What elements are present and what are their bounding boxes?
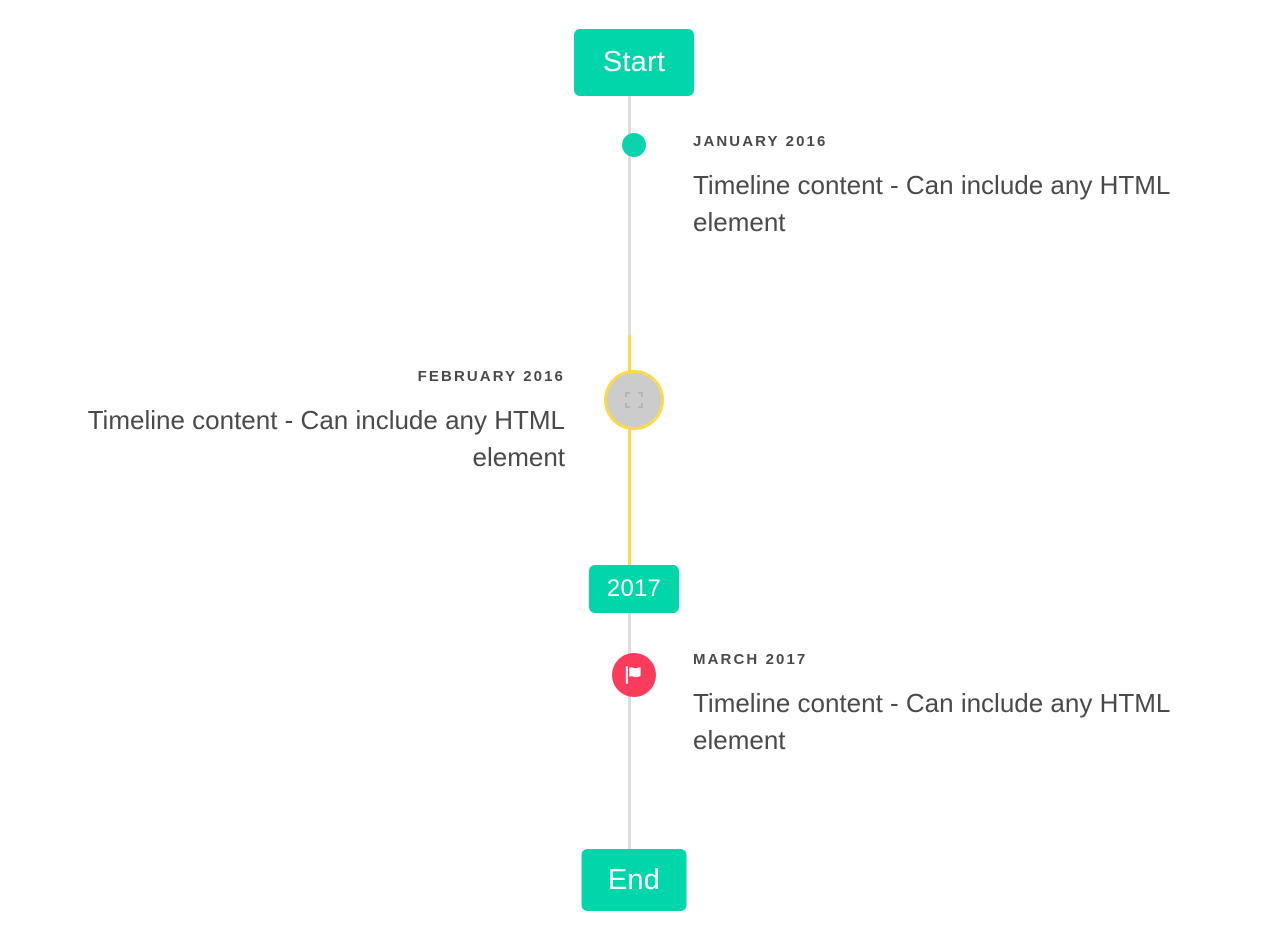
timeline-entry-label: MARCH 2017 (693, 651, 808, 668)
timeline-rail-segment-highlight (628, 335, 631, 565)
timeline-entry-body: Timeline content - Can include any HTML … (693, 170, 1170, 237)
timeline-divider-badge-label: 2017 (606, 575, 662, 602)
timeline-entry-january-2016: JANUARY 2016 Timeline content - Can incl… (693, 133, 1217, 241)
timeline-entry-february-2016: FEBRUARY 2016 Timeline content - Can inc… (41, 368, 565, 476)
timeline-rail-segment-lower (628, 613, 631, 849)
timeline-marker-march-2017[interactable] (612, 653, 656, 697)
flag-icon (625, 666, 641, 684)
timeline-entry-label: JANUARY 2016 (693, 133, 828, 150)
timeline-entry-label: FEBRUARY 2016 (417, 368, 565, 385)
timeline-marker-february-2016[interactable] (604, 370, 664, 430)
timeline-marker-january-2016[interactable] (622, 133, 646, 157)
timeline-divider-badge-2017[interactable]: 2017 (589, 565, 679, 613)
broken-image-icon (625, 392, 643, 408)
timeline-entry-march-2017: MARCH 2017 Timeline content - Can includ… (693, 651, 1217, 759)
timeline-rail-segment-top (628, 96, 631, 335)
timeline-start-badge[interactable]: Start (574, 29, 694, 96)
timeline-end-badge[interactable]: End (581, 849, 687, 911)
timeline-entry-body: Timeline content - Can include any HTML … (693, 688, 1170, 755)
timeline-end-badge-label: End (607, 863, 661, 896)
timeline-start-badge-label: Start (602, 46, 666, 78)
timeline-entry-body: Timeline content - Can include any HTML … (87, 405, 565, 472)
